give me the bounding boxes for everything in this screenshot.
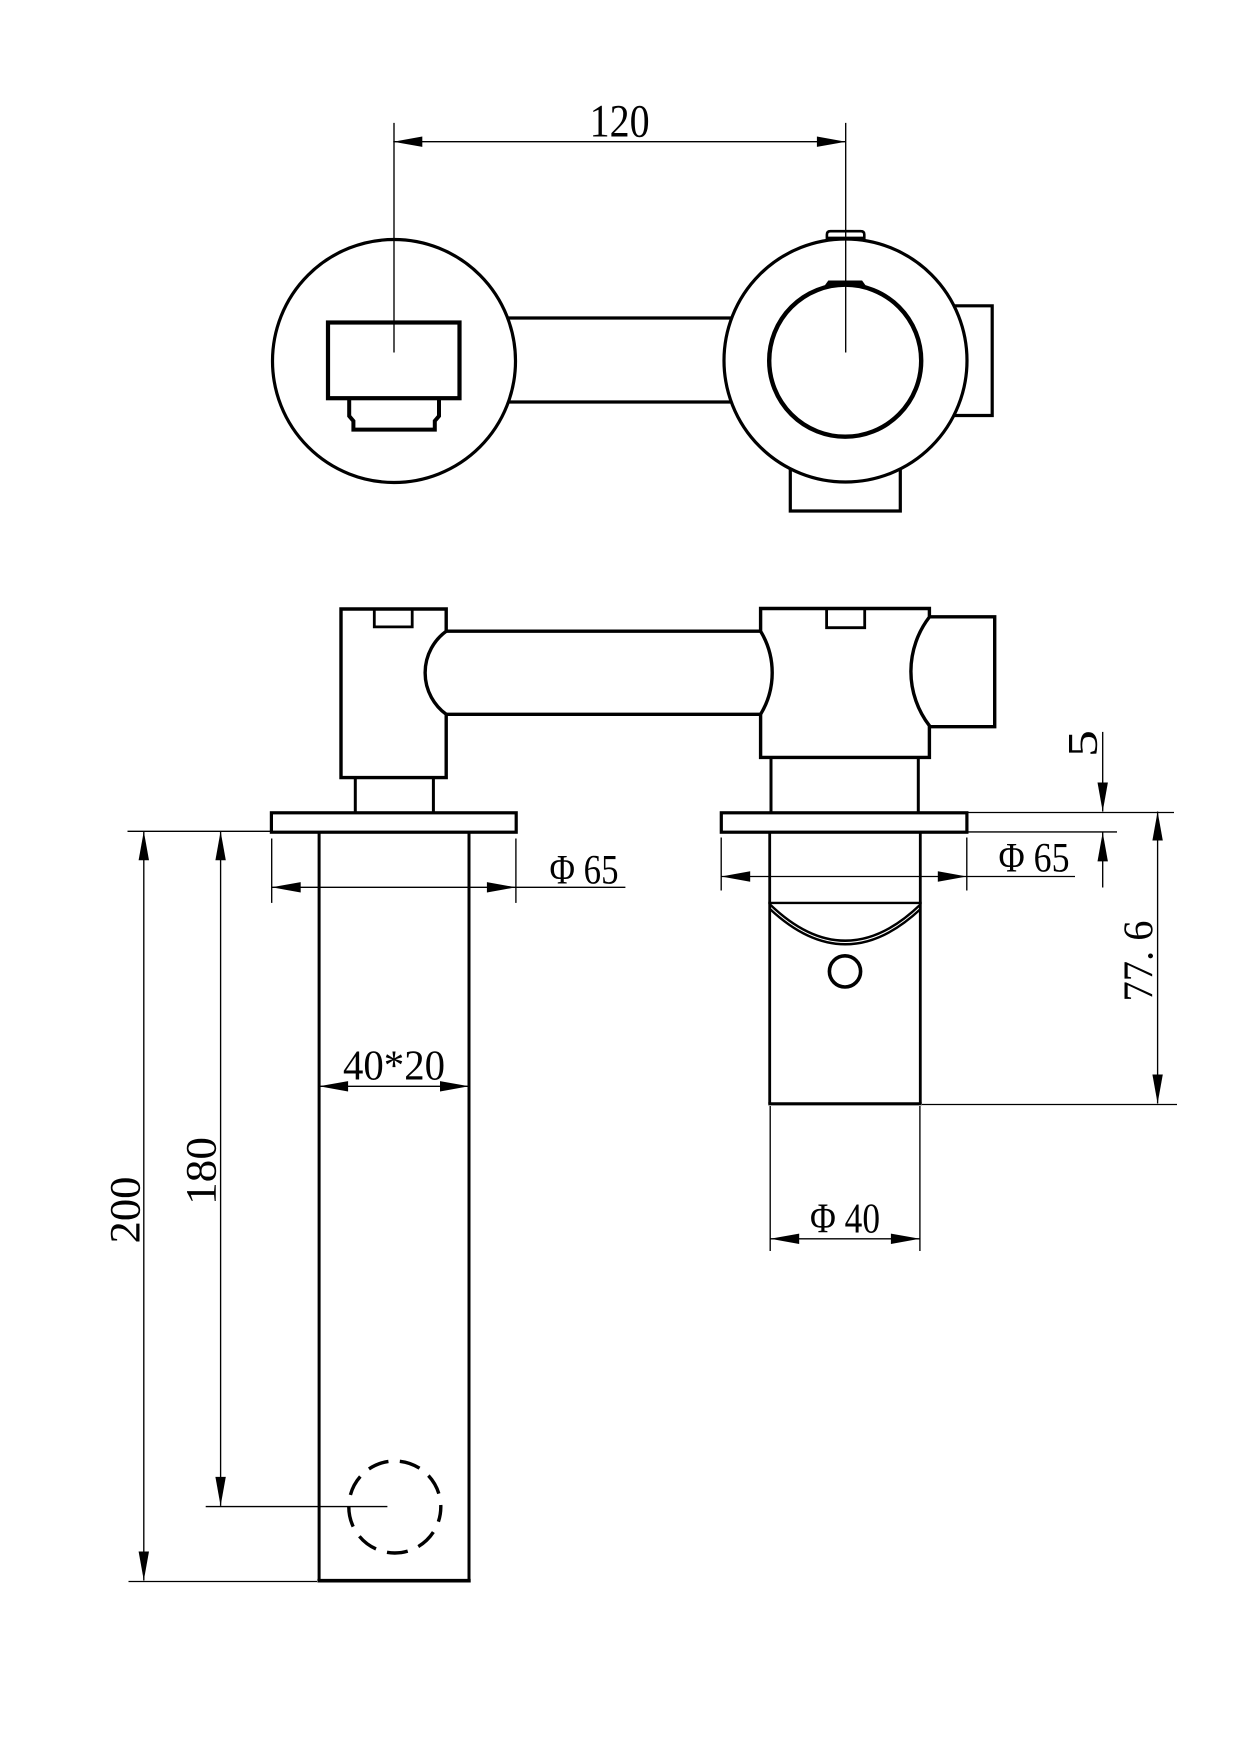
- svg-text:120: 120: [590, 95, 650, 147]
- svg-text:77. 6: 77. 6: [1116, 921, 1162, 1002]
- svg-text:Φ 65: Φ 65: [998, 836, 1069, 882]
- svg-text:Φ 65: Φ 65: [549, 848, 618, 894]
- svg-text:Φ 40: Φ 40: [810, 1196, 880, 1242]
- svg-text:40*20: 40*20: [343, 1044, 445, 1090]
- svg-text:200: 200: [103, 1177, 150, 1244]
- svg-text:5: 5: [1061, 730, 1107, 757]
- svg-text:180: 180: [179, 1137, 226, 1205]
